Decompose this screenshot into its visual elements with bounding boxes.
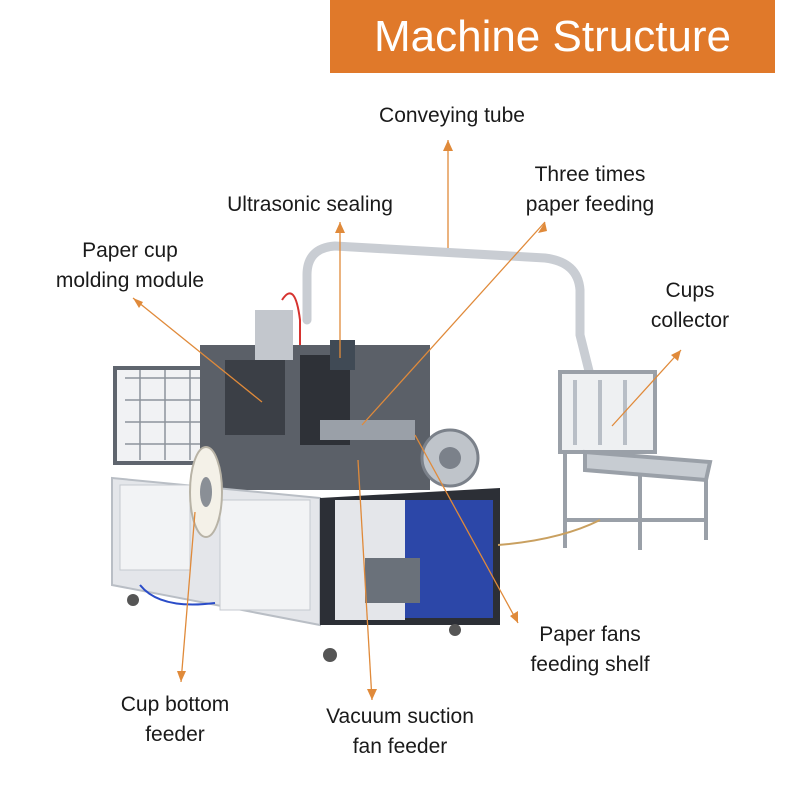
pointer-collector [611, 349, 682, 427]
pointer-fans-shelf [414, 434, 519, 624]
label-cup-bottom-feeder: Cup bottom feeder [120, 693, 230, 746]
label-conveying-tube: Conveying tube [379, 104, 525, 127]
pointer-molding [132, 297, 263, 403]
label-vacuum-suction-fan-feeder: Vacuum suction fan feeder [326, 705, 474, 758]
label-ultrasonic-sealing: Ultrasonic sealing [227, 193, 393, 216]
hoses [139, 292, 601, 606]
page-title: Machine Structure [373, 12, 732, 61]
pointer-arrowheads [133, 140, 681, 700]
pointer-lines [132, 140, 682, 701]
machine-cabinet [111, 476, 500, 662]
label-molding-module: Paper cup molding module [55, 239, 205, 292]
label-cups-collector: Cups collector [650, 279, 730, 332]
label-paper-fans-feeding-shelf: Paper fans feeding shelf [530, 623, 650, 676]
pointer-three-times [361, 221, 546, 426]
cups-collector [558, 370, 713, 550]
pointer-bottom-feeder [180, 511, 196, 683]
machine-upper-frame [113, 310, 480, 490]
conveying-tube [302, 241, 595, 380]
pointer-vacuum [357, 459, 373, 701]
paper-roll [189, 446, 223, 538]
label-three-times-paper-feeding: Three times paper feeding [525, 163, 655, 216]
title-banner: Machine Structure [330, 0, 775, 73]
